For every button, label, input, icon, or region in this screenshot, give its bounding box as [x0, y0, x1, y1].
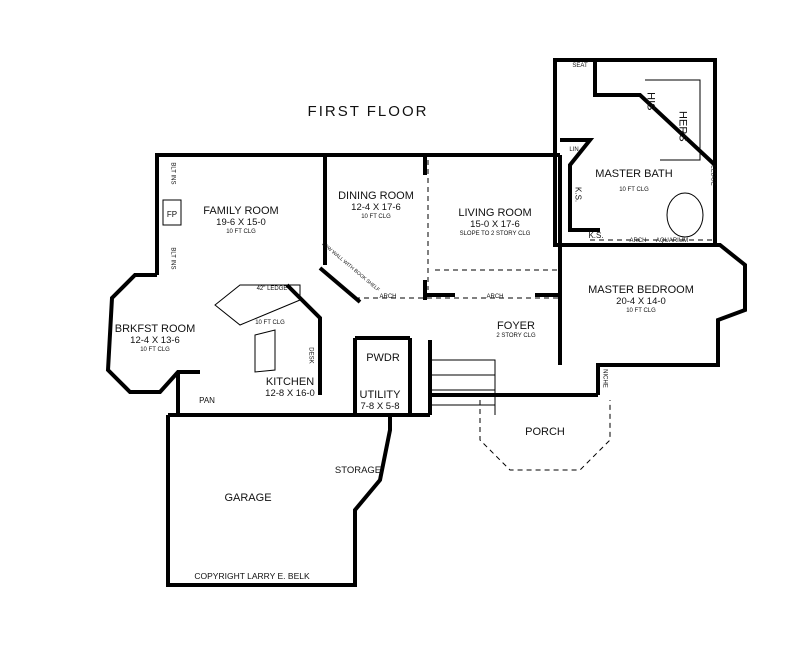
room-name: FAMILY ROOM: [203, 205, 279, 217]
niche-label: NICHE: [601, 369, 608, 388]
room-porch: PORCH: [525, 426, 565, 438]
ledge-label-small: LEDGE: [709, 165, 716, 186]
room-size: 12-8 X 16-0: [265, 387, 315, 399]
arch-label: ARCH: [629, 238, 647, 244]
floor-title: FIRST FLOOR: [307, 103, 429, 120]
room-size: 20-4 X 14-0: [616, 295, 666, 307]
room-master-bedroom: MASTER BEDROOM 20-4 X 14-0 10 FT CLG: [588, 284, 694, 314]
room-size: 12-4 X 13-6: [130, 334, 180, 346]
built-ins-label: BLT INS: [169, 162, 176, 185]
room-living: LIVING ROOM 15-0 X 17-6 SLOPE TO 2 STORY…: [458, 207, 531, 237]
room-name: UTILITY: [359, 389, 401, 401]
room-size: 12-4 X 17-6: [351, 201, 401, 213]
room-size: 19-6 X 15-0: [216, 216, 266, 228]
room-ceiling: 10 FT CLG: [619, 186, 649, 193]
room-name: BRKFST ROOM: [114, 323, 196, 335]
room-kitchen: KITCHEN 12-8 X 16-0: [265, 376, 315, 400]
room-garage: GARAGE: [224, 492, 272, 504]
room-ceiling: 10 FT CLG: [226, 228, 256, 235]
built-ins-label: BLT INS: [169, 247, 176, 270]
linen-label: LIN: [569, 147, 579, 153]
knee-space-label: K.S.: [588, 231, 604, 240]
copyright: COPYRIGHT LARRY E. BELK: [194, 571, 310, 581]
room-dining: DINING ROOM 12-4 X 17-6 10 FT CLG: [338, 190, 414, 220]
room-name: KITCHEN: [265, 376, 315, 388]
fireplace-label: FP: [166, 210, 178, 219]
arch-label: ARCH: [379, 294, 397, 300]
room-size: 7-8 X 5-8: [360, 400, 400, 412]
hers-closet-label: HERS: [676, 111, 689, 142]
room-ceiling: SLOPE TO 2 STORY CLG: [459, 230, 531, 237]
aquarium-label: AQUARIUM: [655, 238, 689, 244]
room-utility: UTILITY 7-8 X 5-8: [360, 389, 401, 413]
room-foyer: FOYER 2 STORY CLG: [496, 320, 535, 340]
room-family: FAMILY ROOM 19-6 X 15-0 10 FT CLG: [203, 205, 278, 235]
room-ceiling: 10 FT CLG: [626, 307, 656, 314]
room-ceiling: 10 FT CLG: [361, 213, 391, 220]
room-size: 15-0 X 17-6: [470, 218, 520, 230]
room-master-bath: MASTER BATH 10 FT CLG: [595, 168, 672, 194]
room-ceiling: 2 STORY CLG: [496, 332, 536, 339]
room-name: MASTER BEDROOM: [588, 284, 694, 296]
room-name: MASTER BATH: [595, 168, 673, 180]
knee-space-label: K.S.: [573, 187, 583, 203]
seat-label: SEAT: [572, 63, 588, 69]
room-pan: PAN: [199, 396, 215, 405]
room-name: FOYER: [497, 320, 535, 332]
his-closet-label: HIS: [644, 92, 657, 111]
room-ceiling: 10 FT CLG: [140, 346, 170, 353]
desk-label: DESK: [307, 347, 314, 364]
arch-label: ARCH: [486, 294, 504, 300]
room-pwdr: PWDR: [366, 352, 400, 364]
room-name: LIVING ROOM: [458, 207, 532, 219]
room-brkfst: BRKFST ROOM 12-4 X 13-6 10 FT CLG: [115, 323, 195, 353]
ledge-label: 42" LEDGE: [256, 286, 288, 292]
kitchen-ceiling: 10 FT CLG: [255, 320, 285, 326]
room-name: DINING ROOM: [338, 190, 414, 202]
room-storage: STORAGE: [334, 465, 382, 476]
